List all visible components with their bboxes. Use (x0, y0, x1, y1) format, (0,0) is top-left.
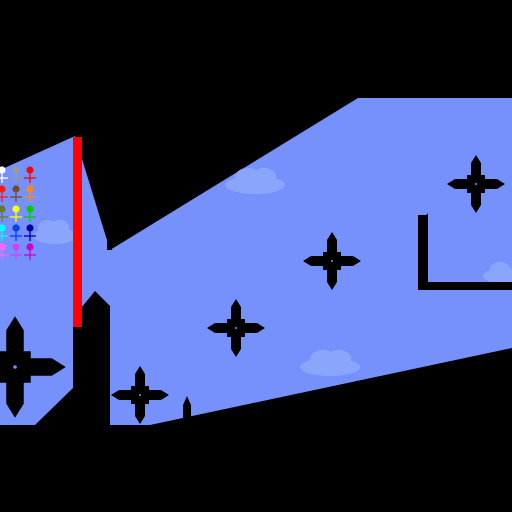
cross-spike-icon (303, 232, 361, 290)
player-color-swatch[interactable] (10, 166, 22, 183)
red-laser-barrier (73, 137, 82, 327)
central-pillar (73, 291, 110, 425)
player-color-palette[interactable] (0, 166, 36, 260)
player-color-swatch[interactable] (24, 243, 36, 260)
player-color-swatch[interactable] (0, 205, 8, 222)
cloud (300, 350, 360, 376)
small-spike (183, 396, 191, 425)
player-color-swatch[interactable] (10, 185, 22, 202)
cloud (225, 168, 285, 194)
ledge-ramp (92, 408, 110, 425)
corner-wall-cap (418, 213, 428, 225)
player-color-swatch[interactable] (0, 243, 8, 260)
pillar-ramp (35, 388, 73, 425)
corner-wall-vertical (418, 215, 428, 290)
cross-spike-icon (111, 366, 169, 424)
cross-spike-icon (447, 155, 505, 213)
cross-spike-icon (207, 299, 265, 357)
player-color-swatch[interactable] (0, 224, 8, 241)
player-color-swatch[interactable] (0, 166, 8, 183)
cloud (483, 262, 512, 284)
player-color-swatch[interactable] (10, 224, 22, 241)
player-color-swatch[interactable] (24, 185, 36, 202)
player-color-swatch[interactable] (0, 185, 8, 202)
player-color-swatch[interactable] (24, 166, 36, 183)
player-color-swatch[interactable] (24, 224, 36, 241)
thin-post (107, 137, 112, 250)
corner-wall-horizontal (418, 282, 512, 290)
cross-obstacles (0, 155, 505, 424)
cross-spike-icon (0, 316, 66, 418)
player-color-swatch[interactable] (10, 205, 22, 222)
walls (35, 137, 512, 425)
sky-area (0, 98, 512, 425)
cloud (33, 220, 77, 244)
player-color-swatch[interactable] (10, 243, 22, 260)
player-color-swatch[interactable] (24, 205, 36, 222)
clouds (33, 168, 512, 376)
